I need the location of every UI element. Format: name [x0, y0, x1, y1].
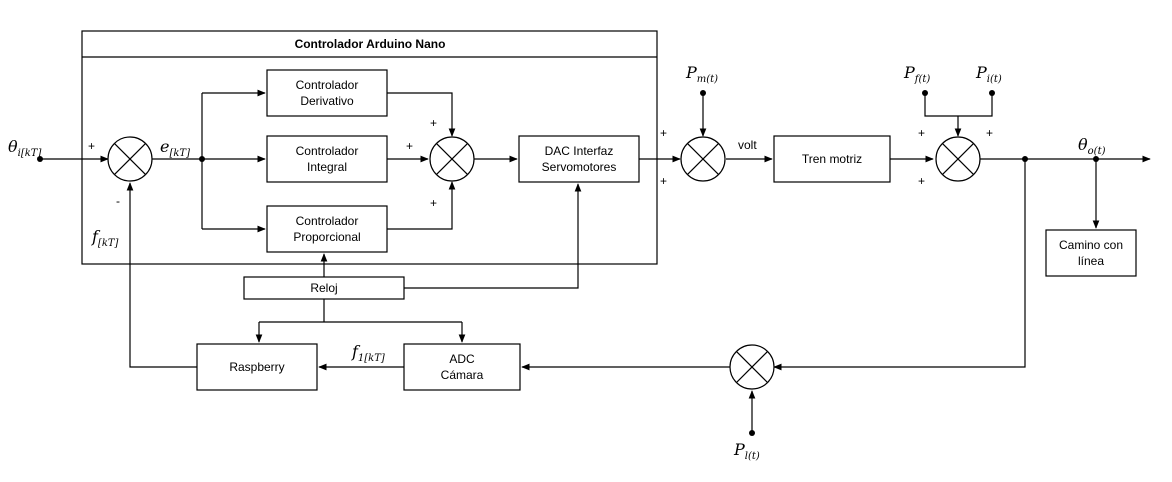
- dac-block: DAC Interfaz Servomotores: [518, 135, 640, 183]
- pi-label: Pi(t): [975, 63, 1002, 85]
- raspberry-label: Raspberry: [229, 360, 284, 374]
- wires: [40, 89, 1151, 433]
- derivativo-block: Controlador Derivativo: [266, 69, 388, 117]
- junction-dots: [37, 90, 1099, 436]
- tren-block: Tren motriz: [773, 135, 891, 183]
- derivativo-label-1: Controlador: [296, 78, 359, 92]
- proporcional-block: Controlador Proporcional: [266, 205, 388, 253]
- feedback-label: f[kT]: [91, 227, 119, 249]
- pl-label: Pl(t): [733, 440, 760, 462]
- sign-sum1-minus: -: [116, 194, 120, 208]
- dac-label-1: DAC Interfaz: [545, 144, 614, 158]
- reloj-label: Reloj: [310, 281, 337, 295]
- adc-block: ADC Cámara: [403, 343, 521, 391]
- sum-junction-4: [935, 136, 981, 182]
- pf-label: Pf(t): [903, 63, 930, 85]
- theta-input-label: θi[kT]: [8, 137, 41, 159]
- sign-sum2-left: +: [406, 139, 413, 153]
- sum-junction-5: [729, 344, 775, 390]
- sum-junction-2: [429, 136, 475, 182]
- tren-label: Tren motriz: [802, 152, 862, 166]
- f1-label: f1[kT]: [351, 342, 385, 364]
- proporcional-label-2: Proporcional: [293, 230, 360, 244]
- sign-sum1-plus: +: [88, 139, 95, 153]
- sign-sum3-top: +: [660, 126, 667, 140]
- theta-output-label: θo(t): [1078, 135, 1106, 157]
- sign-sum3-bottom: +: [660, 174, 667, 188]
- camino-block: Camino con línea: [1045, 229, 1137, 277]
- integral-block: Controlador Integral: [266, 135, 388, 183]
- adc-label-1: ADC: [449, 352, 475, 366]
- derivativo-label-2: Derivativo: [300, 94, 354, 108]
- sign-sum2-bottom: +: [430, 196, 437, 210]
- pm-label: Pm(t): [685, 63, 718, 85]
- sign-labels: + - + + + + + + + +: [88, 116, 993, 210]
- sign-sum4-left: +: [918, 126, 925, 140]
- signal-labels: θi[kT] e[kT] f[kT] f1[kT] volt Pm(t) Pf(…: [8, 63, 1106, 462]
- integral-label-2: Integral: [307, 160, 347, 174]
- sign-sum2-top: +: [430, 116, 437, 130]
- volt-label: volt: [738, 138, 757, 152]
- adc-label-2: Cámara: [441, 368, 484, 382]
- sign-sum4-bottom: +: [918, 174, 925, 188]
- sign-sum4-right: +: [986, 126, 993, 140]
- sum-junction-3: [680, 136, 726, 182]
- sum-junction-1: [107, 136, 153, 182]
- reloj-block: Reloj: [243, 276, 405, 300]
- camino-label-2: línea: [1078, 254, 1104, 268]
- arduino-title: Controlador Arduino Nano: [295, 37, 446, 51]
- proporcional-label-1: Controlador: [296, 214, 359, 228]
- dac-label-2: Servomotores: [542, 160, 617, 174]
- camino-label-1: Camino con: [1059, 238, 1123, 252]
- error-label: e[kT]: [160, 137, 190, 159]
- raspberry-block: Raspberry: [196, 343, 318, 391]
- integral-label-1: Controlador: [296, 144, 359, 158]
